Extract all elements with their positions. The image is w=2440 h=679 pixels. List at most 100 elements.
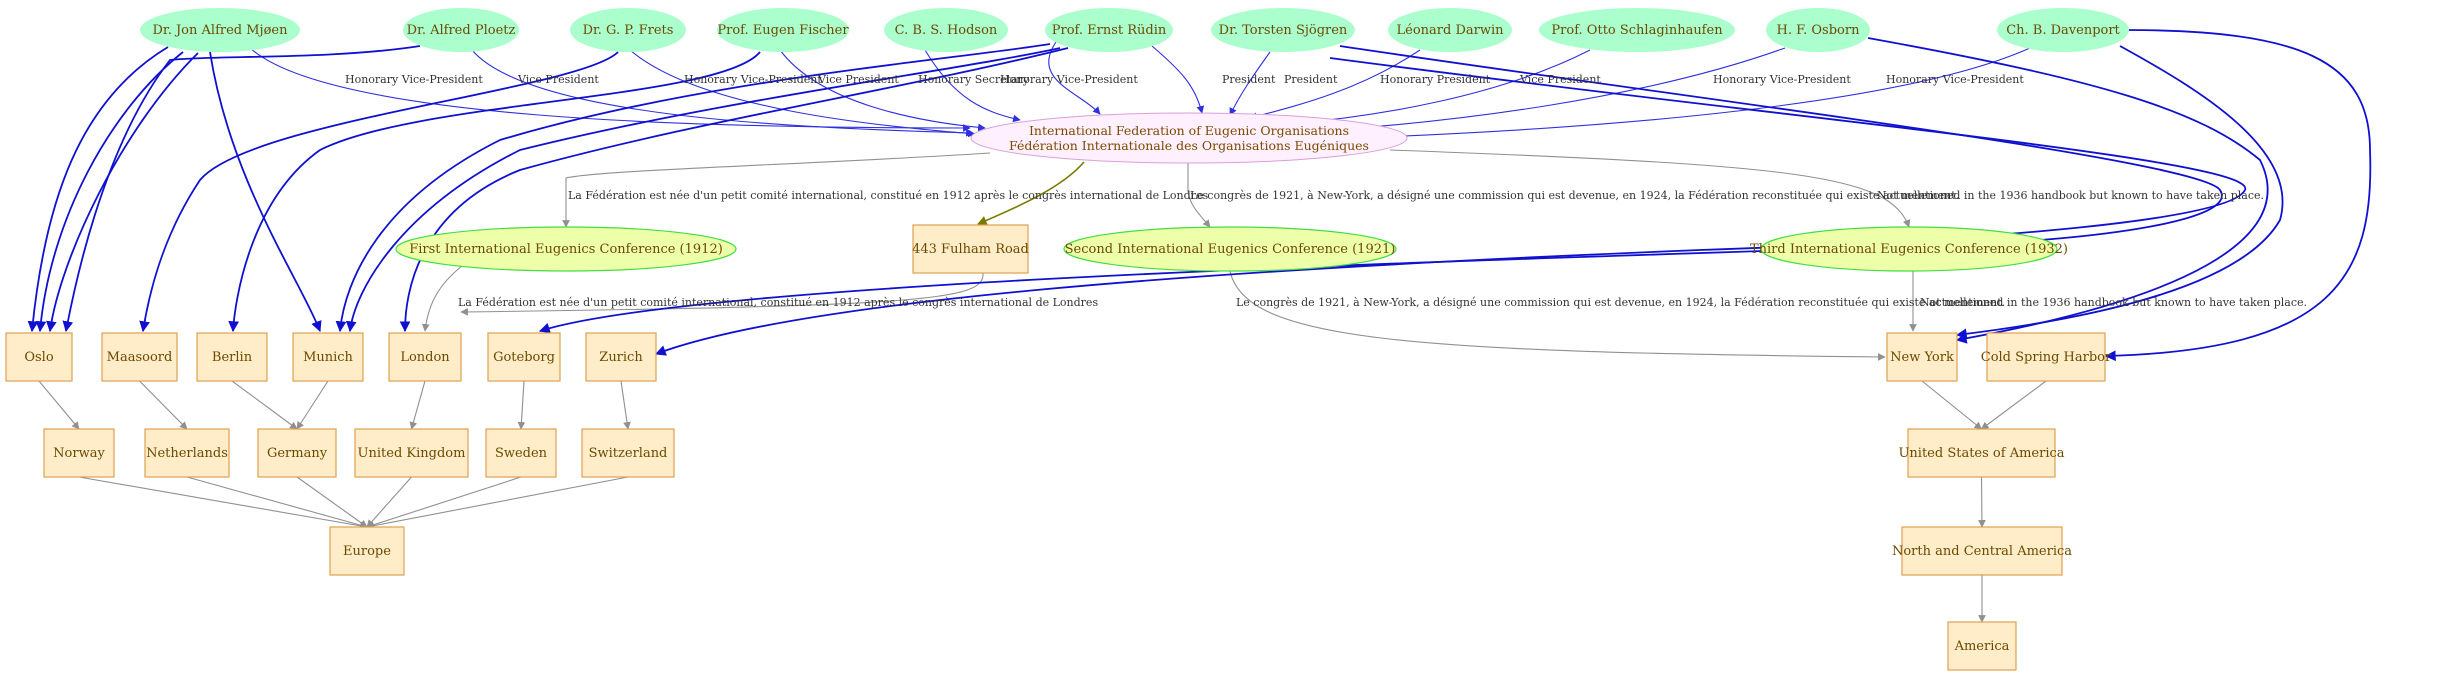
edge-line [366, 476, 522, 529]
person-node-schlag[interactable]: Prof. Otto Schlaginhaufen [1539, 8, 1735, 52]
edge-munich-germany [296, 380, 329, 430]
person-node-rudin[interactable]: Prof. Ernst Rüdin [1045, 8, 1173, 52]
place-node-goteborg[interactable]: Goteborg [487, 332, 561, 382]
edge-line [1329, 47, 1786, 134]
place-node-usa[interactable]: United States of America [1898, 428, 2065, 478]
edge-line [1978, 476, 1986, 528]
edge-ploetz-oslo [62, 45, 421, 333]
person-label: Dr. Alfred Ploetz [407, 23, 516, 38]
edge-mjoen-ifeo [249, 47, 971, 132]
place-node-uk[interactable]: United Kingdom [354, 428, 469, 478]
edge-netherlands-europe [186, 476, 368, 529]
edge-rudin-munich-2 [345, 47, 1061, 333]
edge-ifeo-fulham [977, 161, 1085, 225]
place-node-berlin[interactable]: Berlin [196, 332, 268, 382]
edge-mjoen-oslo-1 [27, 46, 169, 333]
edge-schlag-zurich [654, 57, 2246, 356]
edge-berlin-germany [231, 380, 298, 430]
person-node-osborn[interactable]: H. F. Osborn [1766, 8, 1870, 52]
edge-line [1955, 45, 2284, 340]
edge-rudin-ifeo-1 [1048, 41, 1101, 115]
person-label: Léonard Darwin [1397, 23, 1505, 38]
edge-line [977, 161, 1085, 225]
place-node-america[interactable]: America [1947, 621, 2017, 671]
person-node-fischer[interactable]: Prof. Eugen Fischer [717, 8, 849, 52]
edge-rudin-munich-1 [335, 43, 1051, 333]
place-label: Maasoord [107, 350, 173, 365]
conference-node-conf2[interactable]: Second International Eugenics Conference… [1063, 226, 1397, 272]
person-label: Dr. Torsten Sjögren [1219, 23, 1348, 38]
place-node-norway[interactable]: Norway [43, 428, 115, 478]
person-node-darwin[interactable]: Léonard Darwin [1388, 8, 1512, 52]
edge-line [2104, 29, 2372, 362]
edge-conf2-newyork [1229, 270, 1886, 361]
person-node-mjoen[interactable]: Dr. Jon Alfred Mjøen [140, 8, 300, 52]
place-node-germany[interactable]: Germany [257, 428, 337, 478]
edge-sweden-europe [366, 476, 522, 529]
place-node-munich[interactable]: Munich [292, 332, 364, 382]
edge-line [517, 380, 526, 430]
edge-label: Honorary Vice-President [684, 73, 822, 86]
person-label: Prof. Otto Schlaginhaufen [1551, 23, 1723, 38]
person-node-davenport[interactable]: Ch. B. Davenport [1997, 8, 2129, 52]
conference-node-conf1[interactable]: First International Eugenics Conference … [395, 226, 737, 272]
edge-label: Not mentioned in the 1936 handbook but k… [1920, 296, 2307, 309]
place-label: North and Central America [1892, 544, 2072, 559]
place-label: Sweden [495, 446, 548, 461]
place-node-switzerland[interactable]: Switzerland [581, 428, 675, 478]
edge-germany-europe [296, 476, 368, 528]
edges-layer [27, 29, 2372, 623]
place-label: Netherlands [146, 446, 228, 461]
edge-line [1187, 163, 1211, 228]
person-node-sjogren[interactable]: Dr. Torsten Sjögren [1211, 8, 1355, 52]
place-node-newyork[interactable]: New York [1886, 332, 1958, 382]
place-node-fulham[interactable]: 443 Fulham Road [912, 224, 1029, 274]
place-label: Goteborg [493, 350, 555, 365]
place-node-netherlands[interactable]: Netherlands [144, 428, 230, 478]
edge-fischer-ifeo [779, 49, 986, 132]
organisation-node[interactable]: International Federation of Eugenic Orga… [970, 112, 1408, 164]
edge-line [399, 47, 1069, 333]
organisation-name-en: International Federation of Eugenic Orga… [1029, 123, 1349, 138]
edge-zurich-switzerland [620, 380, 631, 430]
edge-davenport-ifeo [1379, 47, 2031, 141]
place-label: United States of America [1898, 446, 2064, 461]
edge-line [1048, 41, 1101, 115]
edge-label: Le congrès de 1921, à New-York, a désign… [1190, 189, 1959, 202]
edge-line [1921, 380, 1983, 430]
person-label: C. B. S. Hodson [895, 23, 998, 38]
place-node-zurich[interactable]: Zurich [585, 332, 657, 382]
place-label: Switzerland [589, 446, 668, 461]
edge-ploetz-ifeo [471, 49, 974, 137]
edge-davenport-newyork [1955, 45, 2284, 340]
edge-hodson-ifeo [924, 49, 1021, 123]
edge-line [471, 49, 974, 137]
place-node-maasoord[interactable]: Maasoord [101, 332, 178, 382]
conference-node-conf3[interactable]: Third International Eugenics Conference … [1750, 226, 2068, 272]
place-node-europe[interactable]: Europe [329, 526, 405, 576]
edge-line [1151, 45, 1205, 114]
edge-line [1980, 380, 2047, 430]
person-node-frets[interactable]: Dr. G. P. Frets [570, 8, 686, 52]
place-node-oslo[interactable]: Oslo [5, 332, 73, 382]
place-label: New York [1890, 350, 1954, 365]
edge-line [1229, 51, 1271, 116]
edge-line [779, 49, 986, 132]
place-node-sweden[interactable]: Sweden [485, 428, 557, 478]
place-label: 443 Fulham Road [912, 242, 1029, 257]
person-node-ploetz[interactable]: Dr. Alfred Ploetz [403, 8, 519, 52]
edge-ifeo-conf1 [562, 152, 991, 228]
place-node-london[interactable]: London [388, 332, 462, 382]
edge-line [35, 51, 184, 333]
person-label: Prof. Ernst Rüdin [1052, 23, 1167, 38]
edge-newyork-usa [1921, 380, 1983, 430]
edge-mjoen-munich [209, 51, 322, 333]
edge-line [27, 46, 169, 333]
person-node-hodson[interactable]: C. B. S. Hodson [884, 8, 1008, 52]
edge-line [62, 45, 421, 333]
edge-london-uk [409, 380, 426, 430]
place-node-csh[interactable]: Cold Spring Harbor [1981, 332, 2112, 382]
edge-line [421, 265, 463, 332]
edge-oslo-norway [38, 380, 80, 430]
place-node-nca[interactable]: North and Central America [1892, 526, 2072, 576]
